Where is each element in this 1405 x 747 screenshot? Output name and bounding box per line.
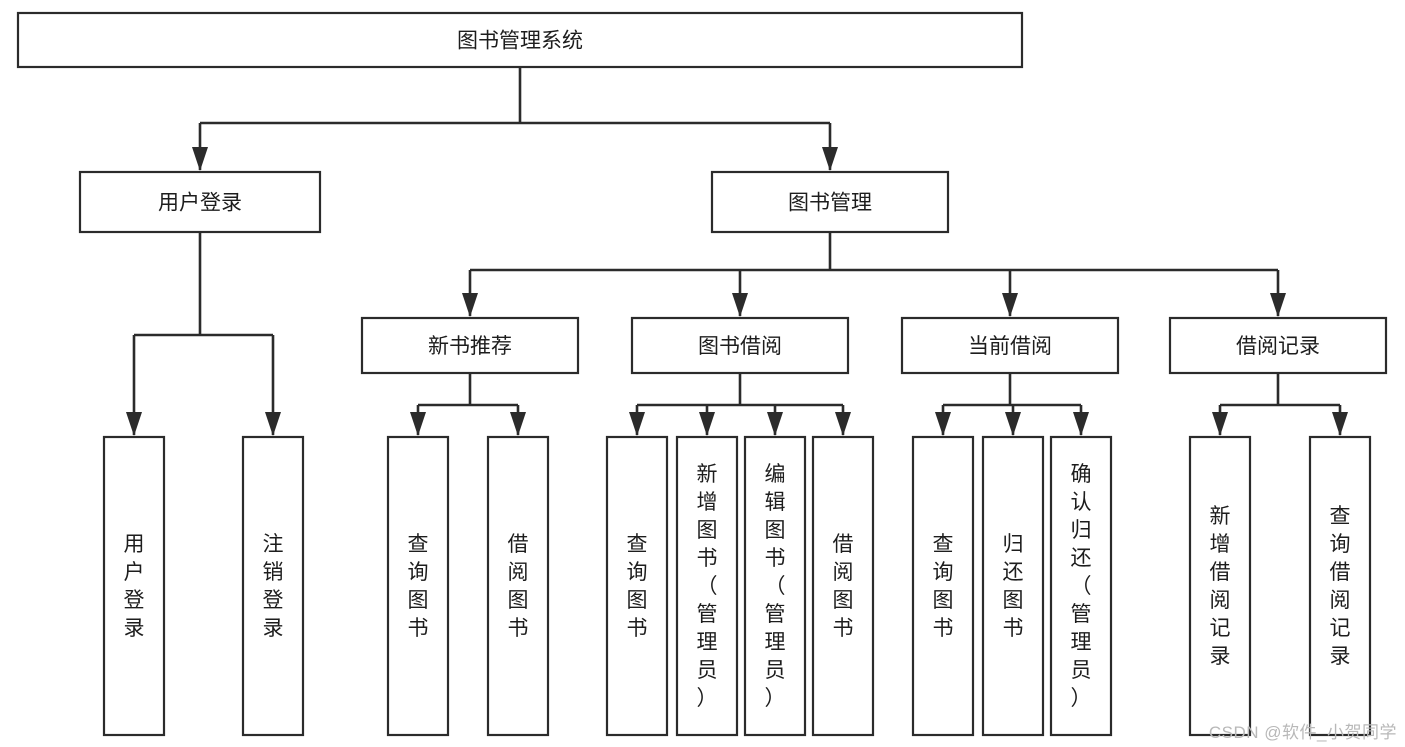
node-borrow-record-label: 借阅记录 [1236, 335, 1320, 358]
node-leaf-user-login[interactable]: 用户登录 [102, 435, 166, 737]
arrow-head-icon [1002, 293, 1018, 317]
node-leaf-add-record-rect[interactable] [1188, 435, 1252, 737]
node-leaf-user-login-label: 用户登录 [124, 533, 145, 640]
node-book-borrow[interactable]: 图书借阅 [630, 316, 850, 375]
arrow-head-icon [192, 147, 208, 171]
node-root-rect[interactable] [16, 11, 1024, 69]
node-leaf-confirm-return-rect[interactable] [1049, 435, 1113, 737]
node-leaf-borrow-book-1[interactable]: 借阅图书 [486, 435, 550, 737]
node-leaf-borrow-book-2[interactable]: 借阅图书 [811, 435, 875, 737]
node-user-login-label: 用户登录 [158, 192, 242, 215]
node-leaf-logout[interactable]: 注销登录 [241, 435, 305, 737]
node-leaf-borrow-book-2-label: 借阅图书 [833, 533, 854, 640]
node-leaf-query-book-3[interactable]: 查询图书 [911, 435, 975, 737]
node-root-label: 图书管理系统 [457, 30, 583, 53]
arrow-head-icon [1332, 412, 1348, 436]
node-leaf-borrow-book-1-rect[interactable] [486, 435, 550, 737]
arrow-head-icon [629, 412, 645, 436]
node-leaf-add-book[interactable]: 新增图书（管理员） [675, 435, 739, 737]
node-leaf-query-record-rect[interactable] [1308, 435, 1372, 737]
node-current-borrow-rect[interactable] [900, 316, 1120, 375]
node-borrow-record-rect[interactable] [1168, 316, 1388, 375]
node-new-book-recommend-label: 新书推荐 [428, 335, 512, 358]
node-leaf-add-record-label: 新增借阅记录 [1210, 505, 1231, 668]
arrow-head-icon [822, 147, 838, 171]
node-leaf-logout-rect[interactable] [241, 435, 305, 737]
node-book-borrow-label: 图书借阅 [698, 335, 782, 358]
connector-layer [126, 67, 1348, 436]
node-leaf-edit-book[interactable]: 编辑图书（管理员） [743, 435, 807, 737]
node-leaf-query-book-3-rect[interactable] [911, 435, 975, 737]
node-leaf-borrow-book-2-rect[interactable] [811, 435, 875, 737]
node-leaf-confirm-return-label: 确认归还（管理员） [1071, 463, 1092, 710]
arrow-head-icon [935, 412, 951, 436]
arrow-head-icon [1073, 412, 1089, 436]
arrow-head-icon [265, 412, 281, 436]
node-leaf-edit-book-rect[interactable] [743, 435, 807, 737]
node-leaf-add-record[interactable]: 新增借阅记录 [1188, 435, 1252, 737]
node-leaf-user-login-rect[interactable] [102, 435, 166, 737]
node-current-borrow-label: 当前借阅 [968, 335, 1052, 358]
arrow-head-icon [1270, 293, 1286, 317]
node-leaf-query-book-1-rect[interactable] [386, 435, 450, 737]
node-leaf-query-book-1-label: 查询图书 [408, 533, 429, 640]
node-leaf-query-book-2-rect[interactable] [605, 435, 669, 737]
arrow-head-icon [767, 412, 783, 436]
arrow-head-icon [1212, 412, 1228, 436]
node-leaf-borrow-book-1-label: 借阅图书 [508, 533, 529, 640]
node-current-borrow[interactable]: 当前借阅 [900, 316, 1120, 375]
node-leaf-query-book-2[interactable]: 查询图书 [605, 435, 669, 737]
node-leaf-logout-label: 注销登录 [263, 533, 284, 640]
node-book-manage[interactable]: 图书管理 [710, 170, 950, 234]
node-leaf-return-book[interactable]: 归还图书 [981, 435, 1045, 737]
node-leaf-query-book-1[interactable]: 查询图书 [386, 435, 450, 737]
arrow-head-icon [1005, 412, 1021, 436]
node-book-manage-rect[interactable] [710, 170, 950, 234]
node-leaf-query-book-3-label: 查询图书 [933, 533, 954, 640]
node-user-login[interactable]: 用户登录 [78, 170, 322, 234]
arrow-head-icon [410, 412, 426, 436]
node-user-login-rect[interactable] [78, 170, 322, 234]
arrow-head-icon [699, 412, 715, 436]
node-book-manage-label: 图书管理 [788, 192, 872, 215]
node-leaf-query-book-2-label: 查询图书 [627, 533, 648, 640]
node-leaf-query-record[interactable]: 查询借阅记录 [1308, 435, 1372, 737]
node-leaf-add-book-label: 新增图书（管理员） [697, 463, 718, 710]
arrow-head-icon [835, 412, 851, 436]
node-layer: 图书管理系统用户登录图书管理新书推荐图书借阅当前借阅借阅记录用户登录注销登录查询… [16, 11, 1388, 737]
node-new-book-recommend-rect[interactable] [360, 316, 580, 375]
arrow-head-icon [126, 412, 142, 436]
node-borrow-record[interactable]: 借阅记录 [1168, 316, 1388, 375]
node-root[interactable]: 图书管理系统 [16, 11, 1024, 69]
node-leaf-return-book-rect[interactable] [981, 435, 1045, 737]
node-book-borrow-rect[interactable] [630, 316, 850, 375]
arrow-head-icon [462, 293, 478, 317]
node-leaf-add-book-rect[interactable] [675, 435, 739, 737]
arrow-head-icon [510, 412, 526, 436]
node-leaf-confirm-return[interactable]: 确认归还（管理员） [1049, 435, 1113, 737]
arrow-head-icon [732, 293, 748, 317]
node-new-book-recommend[interactable]: 新书推荐 [360, 316, 580, 375]
node-leaf-return-book-label: 归还图书 [1003, 533, 1024, 640]
node-leaf-query-record-label: 查询借阅记录 [1330, 505, 1351, 668]
node-leaf-edit-book-label: 编辑图书（管理员） [765, 463, 786, 710]
